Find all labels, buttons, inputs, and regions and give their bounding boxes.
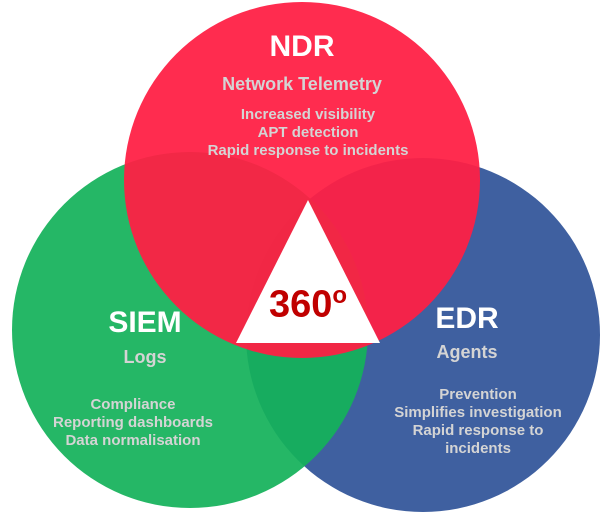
center-label: 360o bbox=[268, 282, 348, 326]
ndr-circle bbox=[124, 2, 480, 358]
ndr-item: APT detection bbox=[257, 124, 359, 141]
ndr-items: Increased visibility APT detection Rapid… bbox=[208, 106, 409, 160]
siem-item: Data normalisation bbox=[65, 432, 201, 449]
edr-item: Prevention bbox=[439, 386, 517, 403]
edr-items: Prevention Simplifies investigation Rapi… bbox=[394, 386, 562, 458]
ndr-item: Increased visibility bbox=[240, 106, 376, 123]
siem-item: Reporting dashboards bbox=[52, 414, 214, 431]
ndr-title: NDR bbox=[269, 30, 335, 63]
edr-item: incidents bbox=[445, 440, 511, 457]
center-triangle bbox=[236, 200, 380, 343]
edr-item: Simplifies investigation bbox=[394, 404, 562, 421]
siem-items: Compliance Reporting dashboards Data nor… bbox=[53, 396, 213, 450]
edr-subtitle: Agents bbox=[436, 342, 498, 362]
edr-item: Rapid response to bbox=[412, 422, 544, 439]
siem-item: Compliance bbox=[90, 396, 176, 413]
edr-title: EDR bbox=[435, 302, 499, 335]
ndr-item: Rapid response to incidents bbox=[207, 142, 409, 159]
siem-title: SIEM bbox=[108, 306, 182, 339]
siem-subtitle: Logs bbox=[123, 347, 167, 367]
ndr-subtitle: Network Telemetry bbox=[222, 74, 382, 94]
